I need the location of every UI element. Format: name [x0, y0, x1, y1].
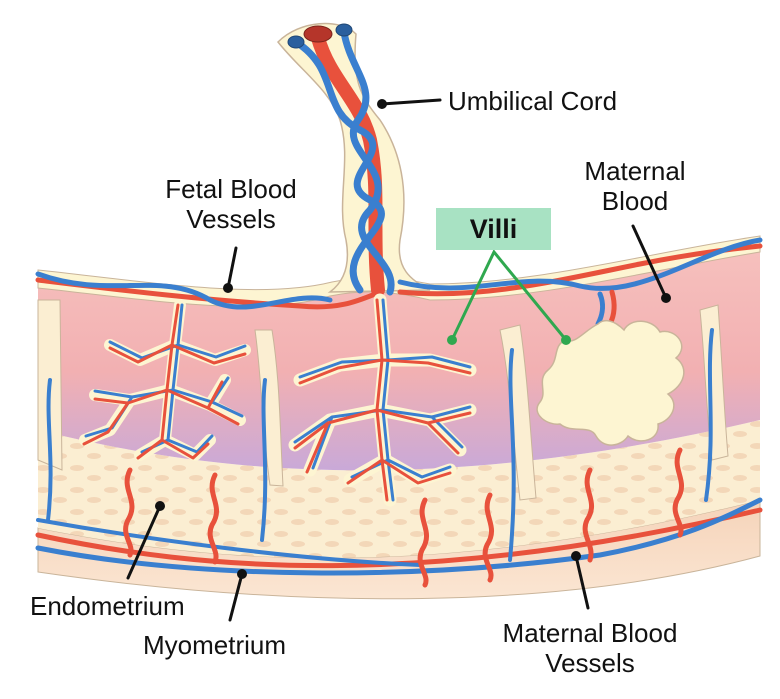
label-pointers [126, 98, 668, 622]
label-maternal-blood: Maternal Blood [560, 156, 710, 216]
label-fetal-blood-vessels: Fetal Blood Vessels [136, 174, 326, 234]
label-maternal-blood-line1: Maternal [584, 156, 686, 186]
umbilical-cord [276, 22, 431, 293]
label-maternal-blood-vessels-line1: Maternal Blood [502, 618, 678, 648]
pointer-myometrium [228, 572, 244, 622]
maternal-blood-vessels [35, 328, 763, 588]
label-umbilical-cord: Umbilical Cord [448, 86, 618, 116]
fetal-blood-vessels [35, 237, 763, 327]
umbilical-vessels [287, 23, 395, 297]
villi-cross-section [536, 319, 685, 446]
pointer-maternal-blood-vessels [574, 554, 590, 610]
label-fetal-blood-vessels-line1: Fetal Blood [165, 174, 297, 204]
label-villi-box: Villi [436, 208, 551, 250]
label-endometrium: Endometrium [30, 591, 185, 621]
label-fetal-blood-vessels-line2: Vessels [186, 204, 276, 234]
label-maternal-blood-vessels: Maternal Blood Vessels [470, 618, 710, 678]
villous-tree-middle [288, 293, 477, 507]
pointer-villi [450, 249, 568, 342]
label-maternal-blood-vessels-line2: Vessels [545, 648, 635, 678]
chorionic-plate [37, 235, 761, 307]
pointer-dots [155, 99, 671, 579]
label-villi: Villi [469, 213, 518, 244]
pointer-endometrium [126, 504, 162, 580]
label-maternal-blood-line2: Blood [601, 186, 669, 216]
pointer-umbilical-cord [380, 98, 442, 106]
villous-tree-left [79, 299, 251, 461]
endometrium-layer [38, 420, 760, 558]
label-myometrium: Myometrium [143, 630, 287, 660]
pointer-fetal-blood-vessels [226, 246, 238, 290]
pointer-maternal-blood [631, 224, 668, 300]
